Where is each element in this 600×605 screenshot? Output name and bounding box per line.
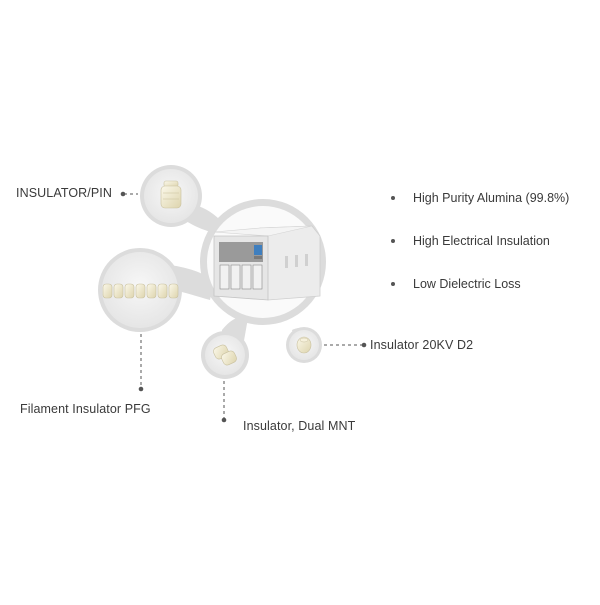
20kv-insulator-icon — [296, 336, 312, 354]
insulator-20kv-node — [286, 327, 322, 363]
filament-insulator-node — [98, 248, 182, 332]
label-filament-insulator: Filament Insulator PFG — [20, 402, 151, 416]
connectors — [124, 193, 362, 418]
feature-item: High Purity Alumina (99.8%) — [388, 187, 569, 209]
dual-insulator-icon — [213, 344, 237, 366]
feature-text: Low Dielectric Loss — [413, 277, 521, 291]
feature-text: High Purity Alumina (99.8%) — [413, 191, 570, 205]
label-insulator-pin: INSULATOR/PIN — [16, 186, 112, 200]
feature-list: High Purity Alumina (99.8%) High Electri… — [388, 187, 569, 316]
bullet-dot-icon — [391, 196, 395, 200]
pin-insulator-icon — [160, 180, 182, 209]
central-hub — [200, 199, 326, 325]
label-insulator-20kv: Insulator 20KV D2 — [370, 338, 474, 352]
bullet-dot-icon — [391, 282, 395, 286]
feature-item: High Electrical Insulation — [388, 230, 569, 252]
insulator-pin-node — [140, 165, 202, 227]
connector-dots — [120, 191, 367, 423]
filament-insulator-icon — [102, 283, 179, 299]
insulator-dual-node — [201, 331, 249, 379]
feature-item: Low Dielectric Loss — [388, 273, 569, 295]
feature-text: High Electrical Insulation — [413, 234, 550, 248]
label-insulator-dual: Insulator, Dual MNT — [243, 419, 356, 433]
equipment-icon — [213, 225, 321, 301]
bullet-dot-icon — [391, 239, 395, 243]
